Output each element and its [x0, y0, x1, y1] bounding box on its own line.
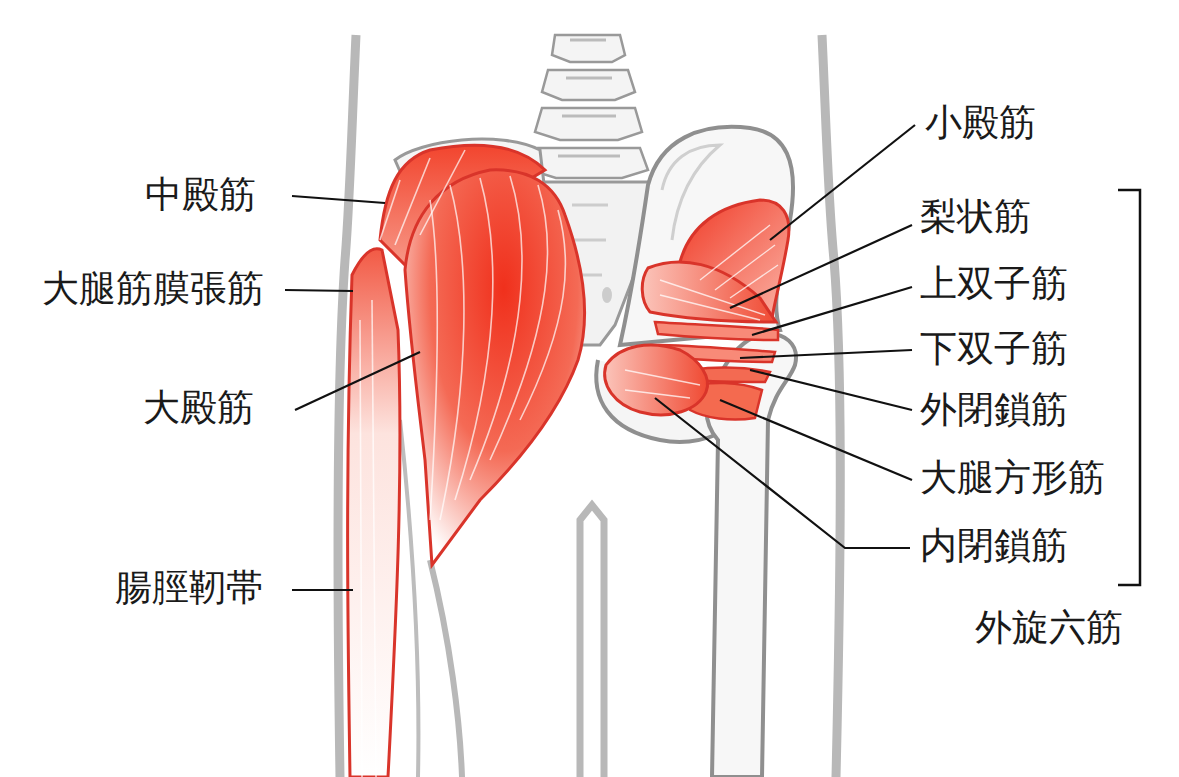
muscle-label: 梨状筋 — [920, 197, 1031, 238]
group-label: 外旋六筋 — [975, 608, 1123, 649]
muscle-label: 大腿筋膜張筋 — [42, 269, 264, 310]
muscle-label: 大殿筋 — [143, 388, 254, 429]
muscle-label: 上双子筋 — [920, 264, 1068, 305]
muscle-label: 内閉鎖筋 — [920, 526, 1068, 567]
muscle-label: 大腿方形筋 — [920, 458, 1105, 499]
muscle-label: 中殿筋 — [145, 175, 256, 216]
muscle-label: 外閉鎖筋 — [920, 390, 1068, 431]
muscle-label: 腸脛靭帯 — [115, 568, 263, 609]
muscle-label: 小殿筋 — [925, 103, 1036, 144]
muscle-label: 下双子筋 — [920, 329, 1068, 370]
